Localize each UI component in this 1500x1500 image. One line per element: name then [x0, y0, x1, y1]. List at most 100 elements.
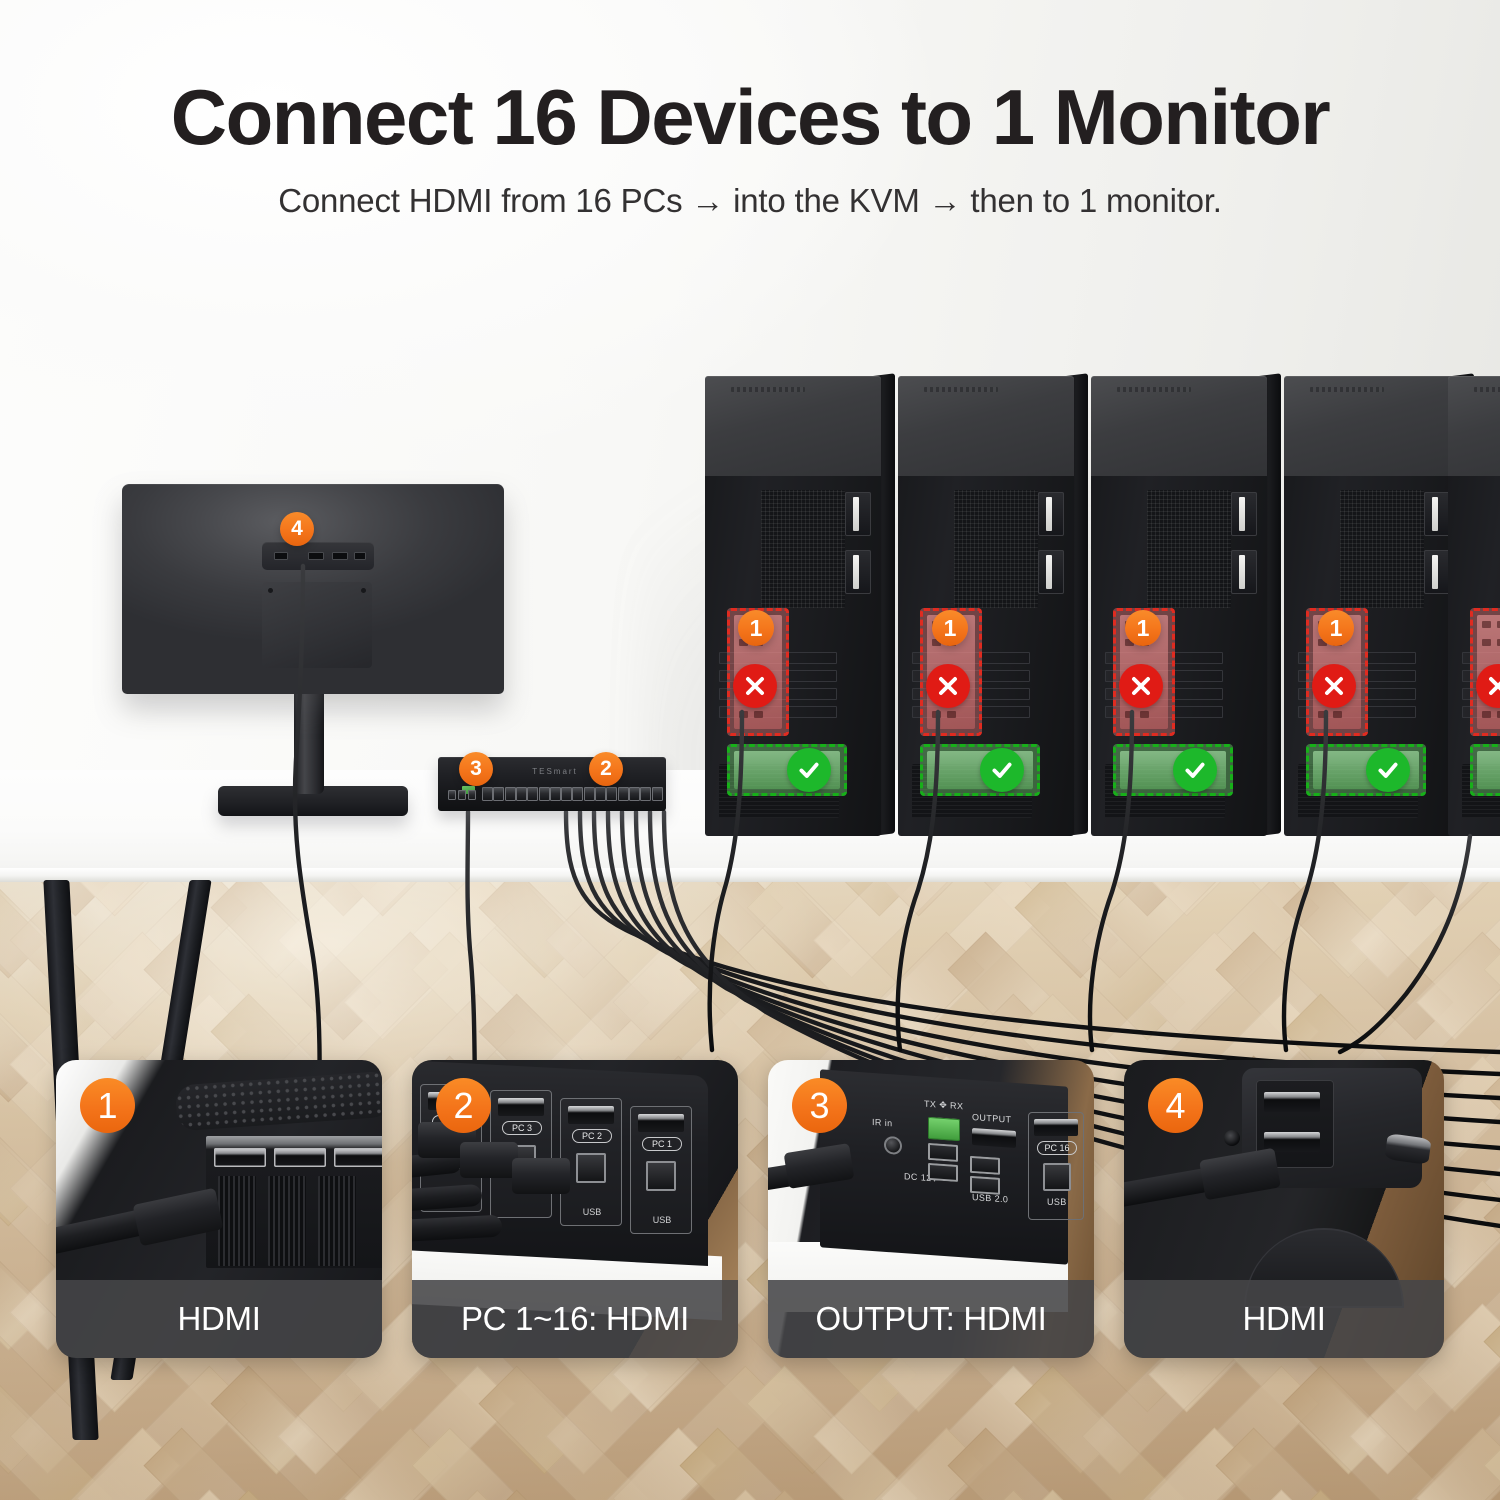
pc-top-vents: [924, 387, 998, 392]
panel-4-caption: HDMI: [1124, 1280, 1444, 1358]
pc-tower: [898, 373, 1088, 836]
callout-panels: 1 HDMI PC 5 PC 3 PC 2: [0, 1060, 1500, 1360]
badge-pc-2[interactable]: 1: [932, 610, 968, 646]
port-label-pc2: PC 2: [572, 1129, 612, 1143]
badge-kvm-input[interactable]: 2: [589, 752, 623, 786]
label-tx-rx: TX ✥ RX: [924, 1098, 964, 1112]
label-ir-in: IR in: [872, 1116, 893, 1129]
pc-tower: [705, 373, 895, 836]
pc-top-vents: [1117, 387, 1191, 392]
kvm-output-port[interactable]: [448, 790, 456, 800]
usb-port-3: [970, 1155, 1000, 1175]
pc-expansion-slot: [1231, 550, 1257, 594]
port-label-pc1: PC 1: [642, 1137, 682, 1151]
port-label-pc3: PC 3: [502, 1121, 542, 1135]
pc-expansion-slot: [1424, 492, 1450, 536]
kvm-port[interactable]: [515, 787, 527, 801]
pc-expansion-slot: [1231, 492, 1257, 536]
case-mesh-vent: [174, 1070, 382, 1132]
pc-top-panel: [1448, 376, 1500, 482]
pc-rear-face: [1284, 476, 1460, 836]
kvm-port[interactable]: [640, 787, 652, 801]
tx-rx-terminal-block: [928, 1116, 960, 1142]
panel-3-badge: 3: [792, 1078, 847, 1133]
kvm-port[interactable]: [572, 787, 584, 801]
recommended-check-icon: [787, 748, 831, 792]
panel-4-badge: 4: [1148, 1078, 1203, 1133]
recommended-check-icon: [1366, 748, 1410, 792]
pc-top-panel: [898, 376, 1074, 482]
pc-rear-face: [1448, 476, 1500, 836]
monitor-hdmi-port-1: [1264, 1092, 1320, 1112]
forbidden-x-icon: [926, 664, 970, 708]
usb-port-4: [970, 1175, 1000, 1195]
kvm-port[interactable]: [628, 787, 640, 801]
kvm-port-group-pc16: PC 16 USB: [1028, 1112, 1084, 1220]
pc-rear-grille: [761, 490, 845, 608]
pc-expansion-slot: [1038, 550, 1064, 594]
pc-top-vents: [1474, 387, 1500, 392]
monitor-port-bar: [262, 542, 374, 570]
kvm-port[interactable]: [482, 787, 493, 801]
kvm-port[interactable]: [651, 787, 663, 801]
port-label-usb-1: USB: [652, 1215, 672, 1225]
label-output: OUTPUT: [972, 1111, 1012, 1125]
kvm-port-group-pc1: PC 1 USB: [630, 1106, 692, 1234]
kvm-output-port[interactable]: [468, 790, 476, 800]
gpu-output-recommended: [1470, 744, 1500, 796]
pc-top-vents: [731, 387, 805, 392]
pc-rear-face: [705, 476, 881, 836]
monitor-audio-jack: [1224, 1130, 1240, 1146]
pc-rear-face: [1091, 476, 1267, 836]
pc-top-vents: [1310, 387, 1384, 392]
pc-rear-grille: [1340, 490, 1424, 608]
kvm-port[interactable]: [538, 787, 550, 801]
pc-top-panel: [1284, 376, 1460, 482]
hdmi-connector-c: [512, 1158, 570, 1194]
pc-top-panel: [705, 376, 881, 482]
kvm-port[interactable]: [504, 787, 516, 801]
kvm-port[interactable]: [561, 787, 573, 801]
callout-panel-3[interactable]: IR in TX ✥ RX OUTPUT DC 12V USB 2.0 PC 1…: [768, 1060, 1094, 1358]
forbidden-x-icon: [733, 664, 777, 708]
kvm-port[interactable]: [493, 787, 505, 801]
callout-panel-4[interactable]: 4 HDMI: [1124, 1060, 1444, 1358]
kvm-output-port[interactable]: [458, 790, 466, 800]
kvm-port[interactable]: [549, 787, 561, 801]
pc-rear-grille: [954, 490, 1038, 608]
pc-tower: [1284, 373, 1474, 836]
pc-tower: [1091, 373, 1281, 836]
pc-top-panel: [1091, 376, 1267, 482]
graphics-card: [206, 1136, 382, 1268]
badge-pc-3[interactable]: 1: [1125, 610, 1161, 646]
desk-edge: [0, 868, 1500, 882]
kvm-port[interactable]: [617, 787, 629, 801]
page-subtitle: Connect HDMI from 16 PCs → into the KVM …: [278, 182, 1222, 219]
label-usb-3: USB: [1047, 1197, 1067, 1207]
kvm-port[interactable]: [595, 787, 606, 801]
hdmi-connector-b: [460, 1142, 518, 1178]
kvm-port-row: [444, 785, 663, 805]
pc-psu-vent: [1462, 764, 1500, 818]
kvm-port[interactable]: [527, 787, 539, 801]
kvm-port[interactable]: [583, 787, 595, 801]
recommended-check-icon: [980, 748, 1024, 792]
kvm-port[interactable]: [606, 787, 618, 801]
recommended-check-icon: [1173, 748, 1217, 792]
badge-kvm-output[interactable]: 3: [459, 752, 493, 786]
callout-panel-2[interactable]: PC 5 PC 3 PC 2 USB PC 1: [412, 1060, 738, 1358]
badge-pc-4[interactable]: 1: [1318, 610, 1354, 646]
panel-1-caption: HDMI: [56, 1280, 382, 1358]
page-title: Connect 16 Devices to 1 Monitor: [170, 73, 1331, 161]
pc-expansion-slot: [845, 492, 871, 536]
pc-rear-grille: [1147, 490, 1231, 608]
pc-expansion-slot: [1038, 492, 1064, 536]
kvm-brand-label: TESmart: [532, 767, 578, 776]
callout-panel-1[interactable]: 1 HDMI: [56, 1060, 382, 1358]
pc-tower: [1448, 376, 1500, 836]
label-pc16: PC 16: [1037, 1141, 1077, 1155]
badge-pc-1[interactable]: 1: [738, 610, 774, 646]
badge-monitor-input[interactable]: 4: [280, 512, 314, 546]
usb-b-port: [1043, 1163, 1071, 1191]
